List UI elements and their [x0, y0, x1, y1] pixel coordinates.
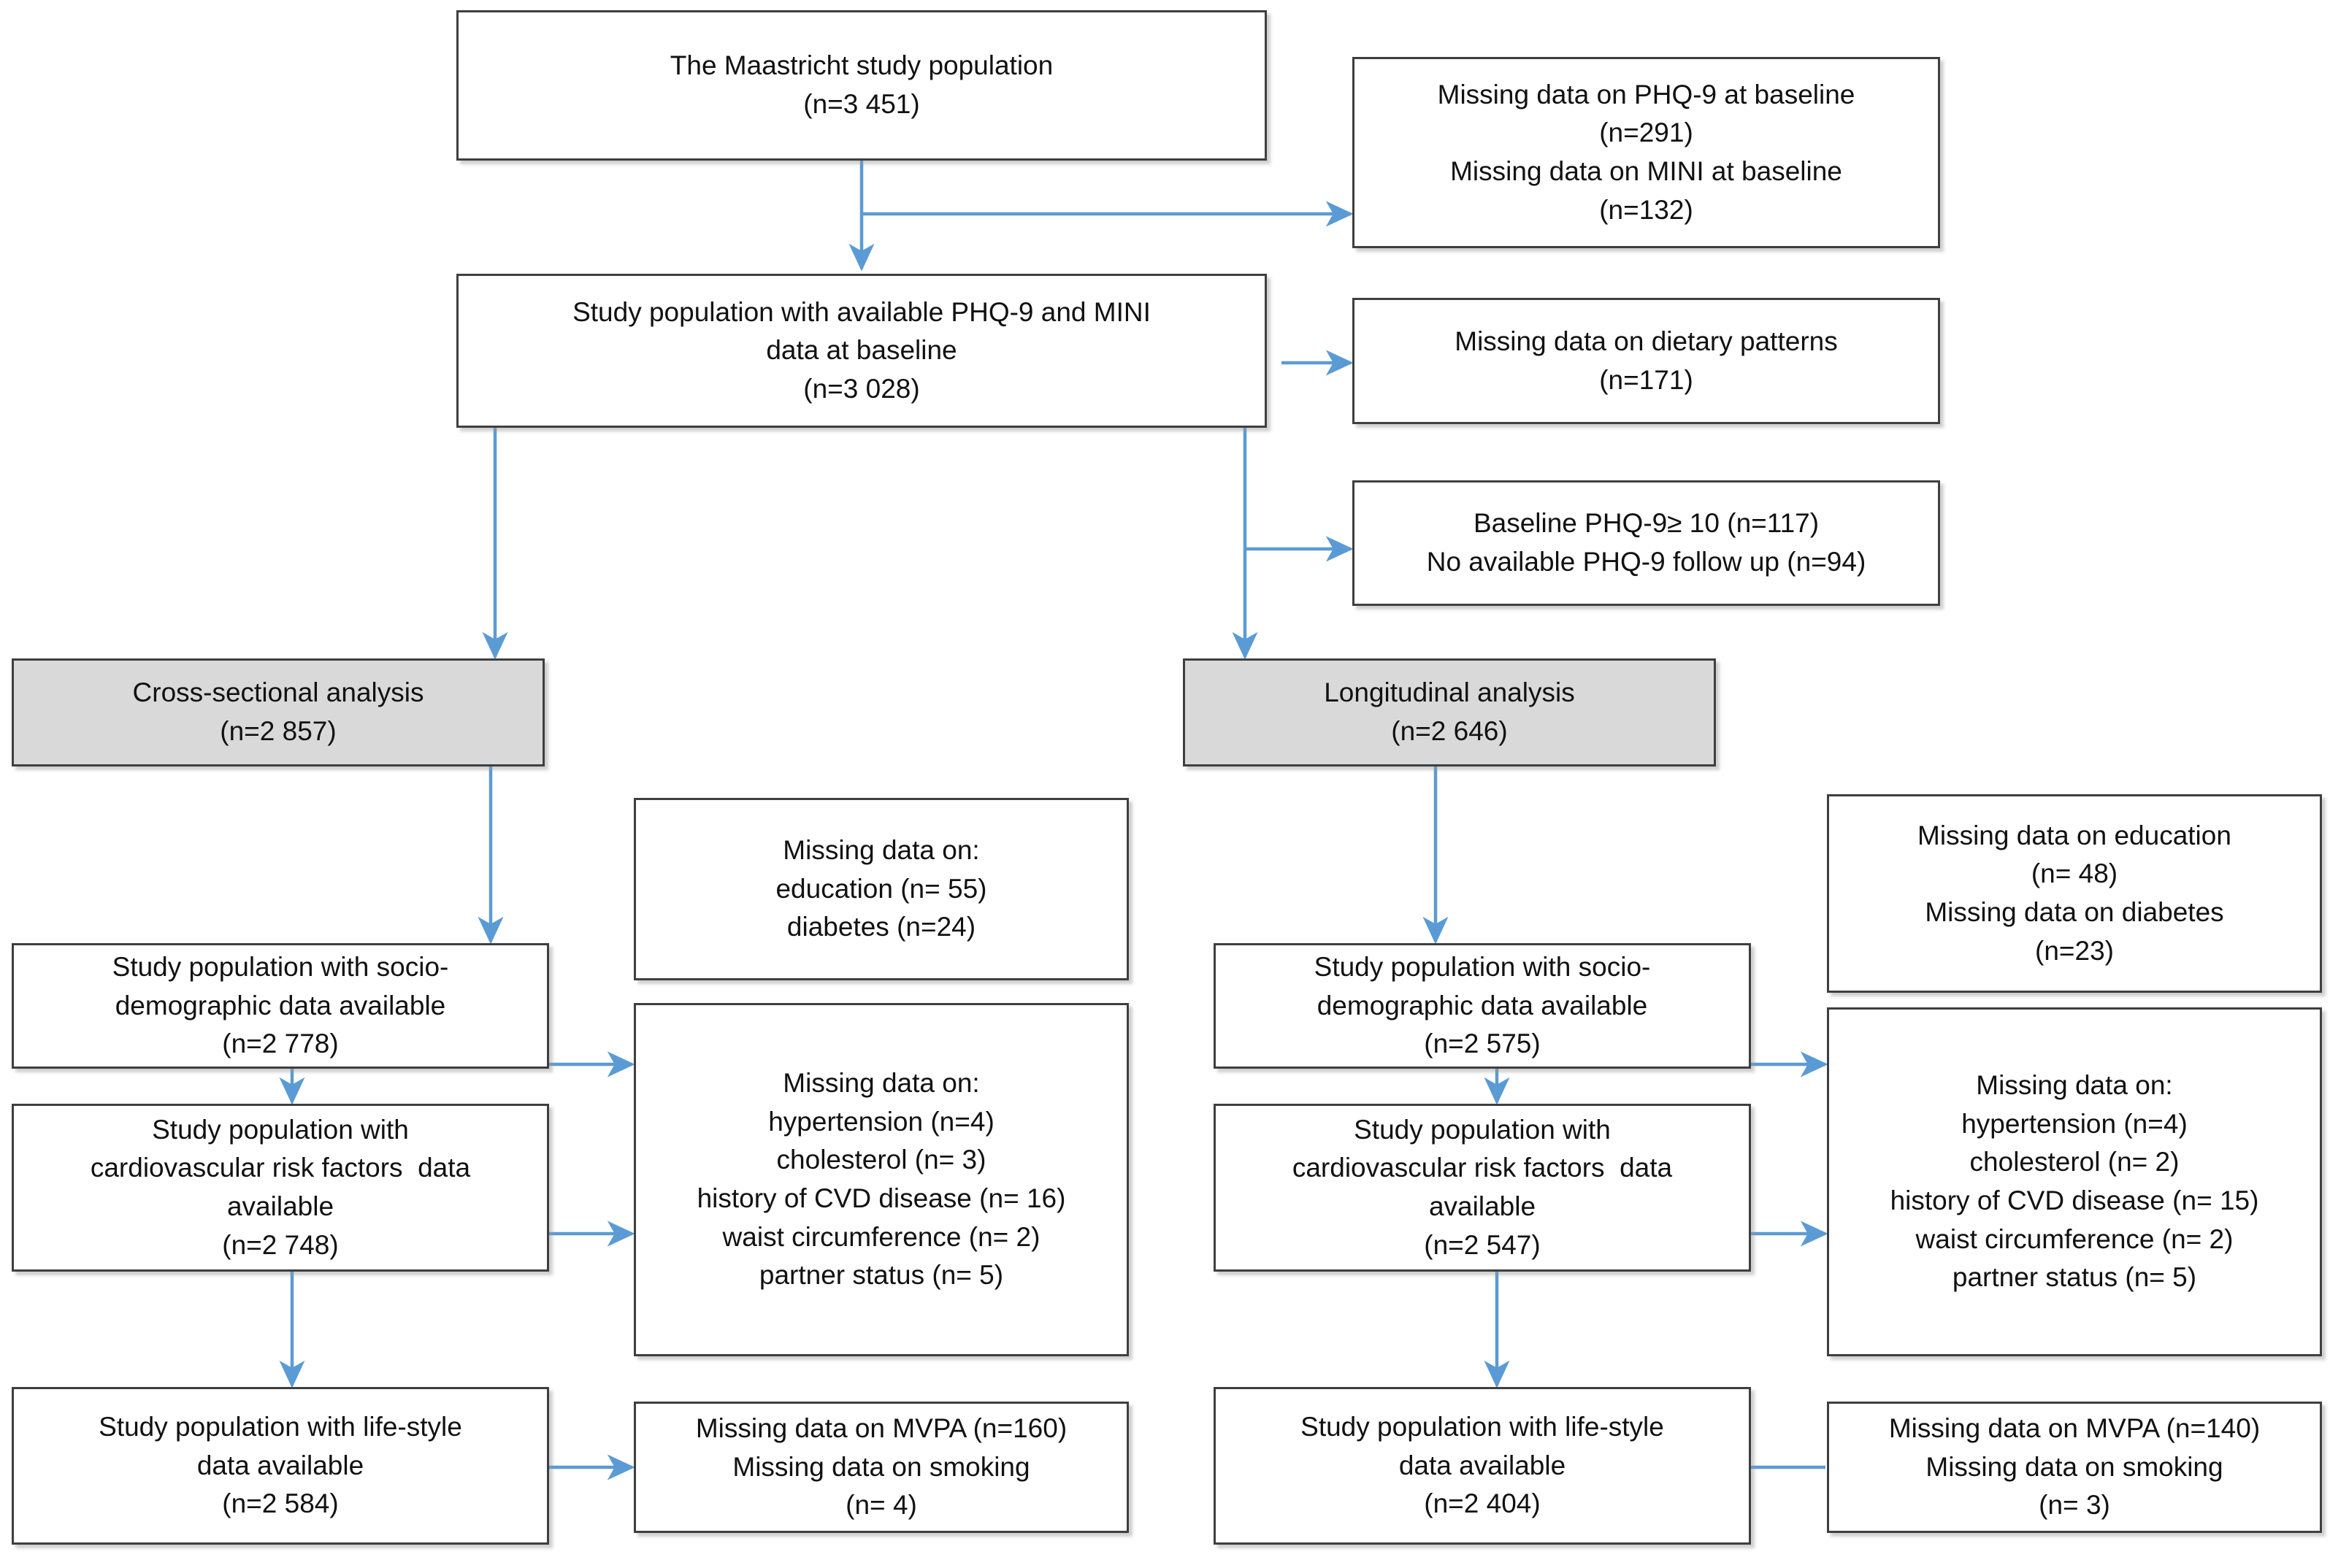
node-line: Missing data on education	[1917, 820, 2231, 850]
node-source-population[interactable]: The Maastricht study population (n=3 451)	[456, 10, 1267, 161]
node-line: hypertension (n=4)	[768, 1106, 995, 1137]
node-line: Study population with socio-	[1314, 952, 1651, 983]
node-lg-cardiovascular[interactable]: Study population with cardiovascular risk…	[1214, 1104, 1751, 1272]
node-line: (n=2 584)	[222, 1488, 339, 1519]
node-line: Study population with life-style	[99, 1412, 462, 1442]
node-line: Study population with available PHQ-9 an…	[572, 296, 1151, 327]
node-line: available	[1428, 1191, 1536, 1221]
node-line: (n=2 575)	[1424, 1029, 1541, 1059]
node-lg-socio-missing[interactable]: Missing data on education (n= 48) Missing …	[1827, 794, 2322, 993]
node-line: (n=3 028)	[803, 373, 920, 404]
node-line: (n=2 748)	[222, 1229, 339, 1260]
node-line: Study population with	[152, 1114, 409, 1145]
node-line: cholesterol (n= 2)	[1969, 1147, 2180, 1177]
node-line: (n=132)	[1599, 194, 1693, 225]
node-line: (n=23)	[2035, 935, 2114, 966]
node-line: partner status (n= 5)	[1952, 1262, 2197, 1293]
node-line: Missing data on:	[783, 835, 980, 866]
node-available-phq9-mini[interactable]: Study population with available PHQ-9 an…	[456, 274, 1267, 428]
node-line: cardiovascular risk factors data	[1292, 1153, 1673, 1183]
node-lg-cardiovascular-missing[interactable]: Missing data on: hypertension (n=4) choles…	[1827, 1007, 2322, 1356]
node-line: Missing data on:	[1976, 1070, 2173, 1101]
node-line: data at baseline	[766, 335, 957, 366]
node-line: Baseline PHQ-9≥ 10 (n=117)	[1473, 508, 1820, 539]
node-line: Missing data on smoking	[1925, 1451, 2223, 1482]
node-cs-socio-demographic[interactable]: Study population with socio-demographic …	[12, 943, 549, 1069]
node-cs-lifestyle[interactable]: Study population with life-style data ava…	[12, 1387, 549, 1545]
node-line: (n=171)	[1599, 364, 1693, 395]
node-line: (n=2 646)	[1391, 716, 1508, 746]
node-missing-dietary[interactable]: Missing data on dietary patterns (n=171)	[1352, 298, 1940, 424]
node-line: partner status (n= 5)	[759, 1260, 1004, 1291]
node-line: No available PHQ-9 follow up (n=94)	[1426, 547, 1866, 577]
node-line: Study population with life-style	[1300, 1412, 1664, 1442]
node-lg-lifestyle-missing[interactable]: Missing data on MVPA (n=140) Missing data…	[1827, 1402, 2322, 1533]
node-line: Missing data on MVPA (n=140)	[1888, 1413, 2261, 1444]
node-cross-sectional-analysis[interactable]: Cross-sectional analysis (n=2 857)	[12, 658, 545, 766]
node-line: (n=2 778)	[222, 1029, 339, 1059]
node-line: (n=291)	[1599, 118, 1693, 148]
node-line: data available	[196, 1450, 364, 1480]
node-line: Missing data on smoking	[732, 1451, 1030, 1482]
node-line: cholesterol (n= 3)	[776, 1145, 986, 1175]
node-longitudinal-analysis[interactable]: Longitudinal analysis (n=2 646)	[1183, 658, 1716, 766]
node-line: history of CVD disease (n= 16)	[697, 1183, 1066, 1213]
node-line: available	[226, 1191, 334, 1221]
node-line: demographic data available	[115, 990, 446, 1021]
node-cs-lifestyle-missing[interactable]: Missing data on MVPA (n=160) Missing data…	[634, 1402, 1129, 1533]
node-line: cardiovascular risk factors data	[90, 1153, 471, 1183]
node-line: Study population with socio-	[112, 952, 449, 983]
node-line: The Maastricht study population	[670, 50, 1054, 81]
node-line: Missing data on diabetes	[1925, 897, 2224, 927]
node-cs-cardiovascular[interactable]: Study population with cardiovascular risk…	[12, 1104, 549, 1272]
node-line: Missing data on PHQ-9 at baseline	[1437, 79, 1855, 109]
node-excluded-longitudinal[interactable]: Baseline PHQ-9≥ 10 (n=117) No available P…	[1352, 480, 1940, 606]
node-line: Study population with	[1354, 1114, 1611, 1145]
node-line: education (n= 55)	[775, 873, 987, 904]
node-line: Missing data on dietary patterns	[1455, 326, 1838, 356]
node-line: Cross-sectional analysis	[132, 677, 424, 708]
node-line: waist circumference (n= 2)	[1915, 1223, 2234, 1254]
node-line: hypertension (n=4)	[1961, 1108, 2188, 1139]
node-line: Missing data on MVPA (n=160)	[695, 1413, 1068, 1444]
node-line: (n= 4)	[846, 1490, 917, 1521]
node-line: (n=3 451)	[803, 89, 920, 119]
node-line: (n= 48)	[2031, 858, 2118, 889]
node-line: Missing data on MINI at baseline	[1450, 156, 1842, 186]
node-line: (n=2 404)	[1424, 1488, 1541, 1519]
node-line: (n=2 857)	[220, 716, 337, 746]
node-lg-lifestyle[interactable]: Study population with life-style data ava…	[1214, 1387, 1751, 1545]
node-cs-socio-missing[interactable]: Missing data on: education (n= 55) diabete…	[634, 798, 1129, 980]
node-line: history of CVD disease (n= 15)	[1890, 1185, 2259, 1215]
node-missing-phq9-mini[interactable]: Missing data on PHQ-9 at baseline (n=291)…	[1352, 57, 1940, 248]
node-line: (n= 3)	[2039, 1490, 2110, 1521]
node-line: data available	[1398, 1450, 1566, 1480]
node-line: waist circumference (n= 2)	[722, 1221, 1041, 1252]
node-lg-socio-demographic[interactable]: Study population with socio-demographic …	[1214, 943, 1751, 1069]
node-line: Longitudinal analysis	[1324, 677, 1575, 708]
node-line: (n=2 547)	[1424, 1229, 1541, 1260]
node-line: Missing data on:	[783, 1068, 980, 1099]
node-line: diabetes (n=24)	[786, 912, 976, 942]
node-line: demographic data available	[1317, 990, 1648, 1021]
node-cs-cardiovascular-missing[interactable]: Missing data on: hypertension (n=4) choles…	[634, 1003, 1129, 1356]
